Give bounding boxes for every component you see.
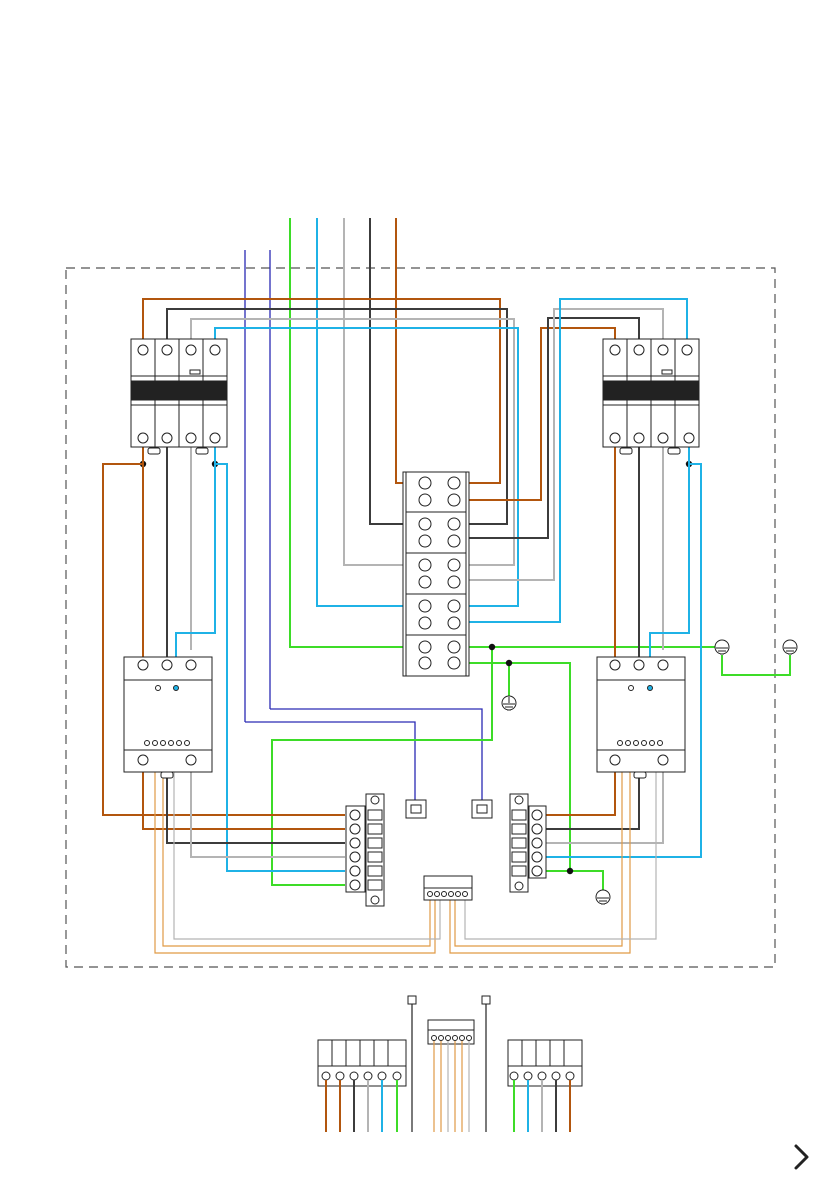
- terminal-block-center: [403, 472, 469, 676]
- rj45-port-left: [406, 800, 426, 818]
- circuit-breaker-left: [131, 339, 227, 454]
- rj45-port-right: [472, 800, 492, 818]
- next-page-button[interactable]: [786, 1140, 820, 1174]
- controller-terminal-right: [510, 794, 546, 892]
- energy-meter-right: [597, 657, 685, 778]
- chevron-right-icon: [786, 1140, 820, 1174]
- circuit-breaker-right: [603, 339, 699, 454]
- left-breaker-load-wires: [103, 438, 345, 871]
- legend-connectors: [318, 996, 582, 1086]
- controller-signal-connector: [424, 876, 472, 900]
- energy-meter-left: [124, 657, 212, 778]
- controller-terminal-left: [346, 794, 384, 906]
- meter-signal-wires: [155, 743, 656, 953]
